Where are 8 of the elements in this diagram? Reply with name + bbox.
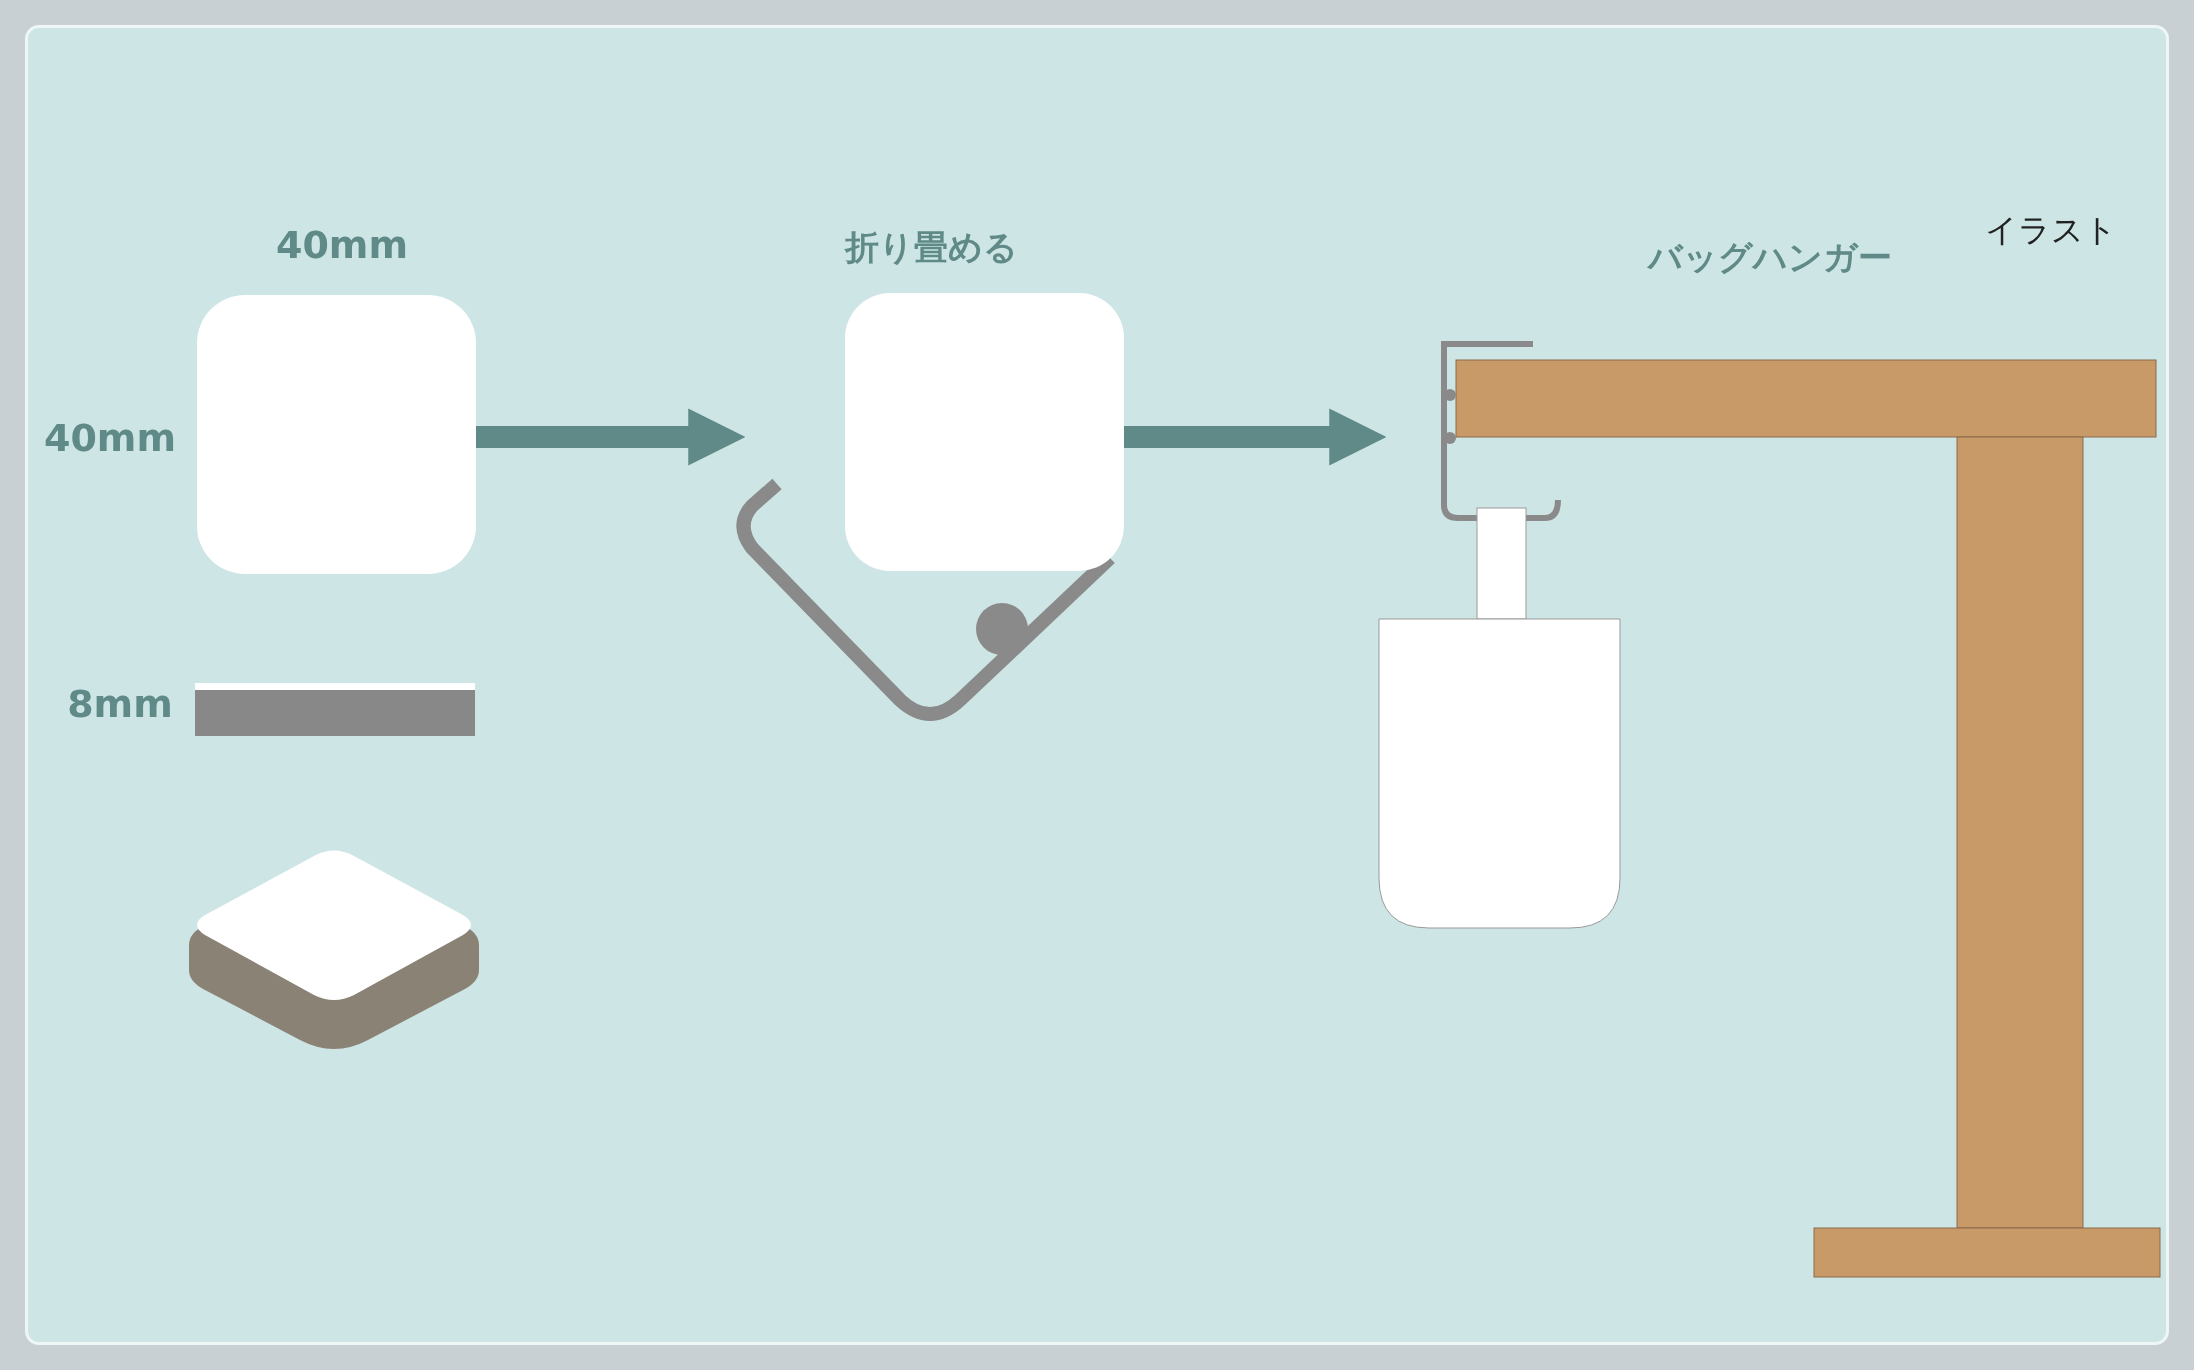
dimension-label: 8mm: [67, 682, 173, 726]
dimension-label: 40mm: [43, 416, 177, 460]
dimension-label: 40mm: [275, 223, 409, 267]
arrow: [476, 408, 746, 466]
caption-text: イラスト: [1985, 210, 2117, 251]
heading: 折り畳める: [844, 226, 1018, 269]
arrow: [1124, 408, 1387, 466]
heading: バッグハンガー: [1647, 236, 1892, 279]
